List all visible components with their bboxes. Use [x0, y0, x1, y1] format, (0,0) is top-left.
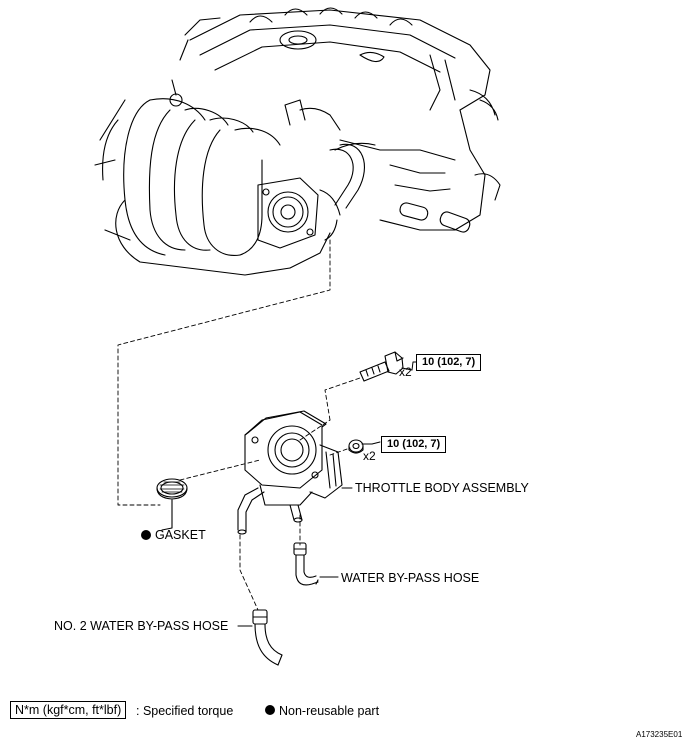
- water-bypass-hose-label: WATER BY-PASS HOSE: [341, 571, 480, 585]
- nut-quantity: x2: [363, 449, 376, 463]
- bolt-part: [359, 351, 413, 382]
- figure-code: A173235E01: [636, 730, 683, 739]
- water-bypass-hose-part: [293, 542, 339, 586]
- bolt-torque-spec: 10 (102, 7): [416, 354, 482, 371]
- assembly-lines: [117, 239, 361, 611]
- throttle-body-label: THROTTLE BODY ASSEMBLY: [355, 481, 529, 495]
- nut-part: [348, 439, 373, 454]
- nut-torque-spec: 10 (102, 7): [381, 436, 447, 453]
- throttle-body-part: [237, 410, 343, 535]
- legend-nonreusable-dot: [265, 705, 275, 715]
- leader-lines: [341, 361, 419, 489]
- gasket-label: GASKET: [155, 528, 206, 542]
- no2-water-bypass-hose-part: [237, 609, 283, 666]
- gasket-nonreusable-dot: [141, 530, 151, 540]
- gasket-part: [156, 478, 188, 531]
- legend-nonreusable-text: Non-reusable part: [279, 704, 380, 718]
- no2-water-bypass-hose-label: NO. 2 WATER BY-PASS HOSE: [54, 619, 229, 633]
- engine-illustration: [94, 7, 501, 276]
- legend-torque-desc: : Specified torque: [136, 704, 234, 718]
- legend-torque-unit: N*m (kgf*cm, ft*lbf): [10, 701, 127, 719]
- bolt-quantity: x2: [399, 365, 412, 379]
